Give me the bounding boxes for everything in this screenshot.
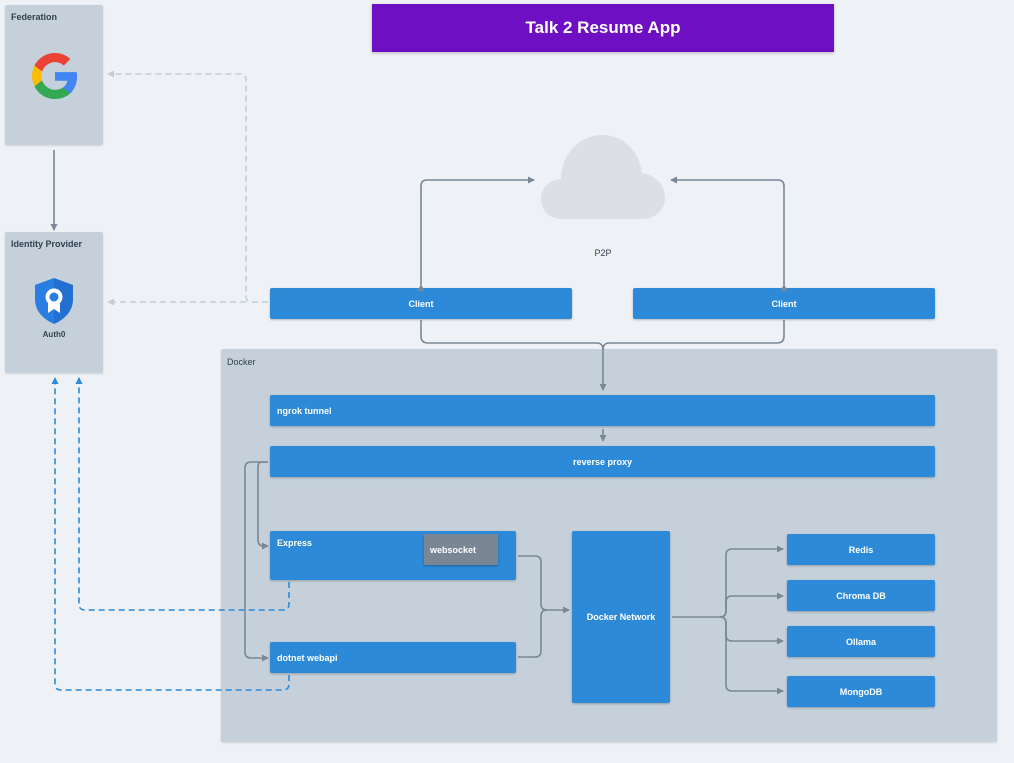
google-logo-icon xyxy=(32,53,78,99)
federation-label: Federation xyxy=(11,12,58,22)
p2p-label: P2P xyxy=(594,248,612,258)
express-label: Express xyxy=(277,538,313,548)
cloud-icon xyxy=(541,135,665,219)
auth0-label: Auth0 xyxy=(42,330,66,339)
client-to-federation-dashed xyxy=(107,70,268,303)
reverse-proxy[interactable]: reverse proxy xyxy=(270,446,935,477)
ollama-service[interactable]: Ollama xyxy=(787,626,935,657)
dotnet-webapi[interactable]: dotnet webapi xyxy=(270,642,516,673)
app-title: Talk 2 Resume App xyxy=(372,4,834,52)
docker-network[interactable]: Docker Network xyxy=(572,531,670,703)
client-right-cloud-link xyxy=(670,176,788,291)
identity-provider-label: Identity Provider xyxy=(11,239,83,249)
identity-provider-panel: Identity Provider Auth0 xyxy=(5,232,103,373)
auth0-shield-icon xyxy=(35,278,73,324)
ngrok-tunnel[interactable]: ngrok tunnel xyxy=(270,395,935,426)
websocket-box[interactable]: websocket xyxy=(424,534,498,565)
federation-panel: Federation xyxy=(5,5,103,145)
client-left[interactable]: Client xyxy=(270,288,572,319)
client-left-cloud-link xyxy=(417,176,535,291)
chromadb-service[interactable]: Chroma DB xyxy=(787,580,935,611)
client-right-to-ngrok xyxy=(602,320,785,351)
docker-label: Docker xyxy=(227,357,256,367)
client-right[interactable]: Client xyxy=(633,288,935,319)
mongodb-service[interactable]: MongoDB xyxy=(787,676,935,707)
redis-service[interactable]: Redis xyxy=(787,534,935,565)
